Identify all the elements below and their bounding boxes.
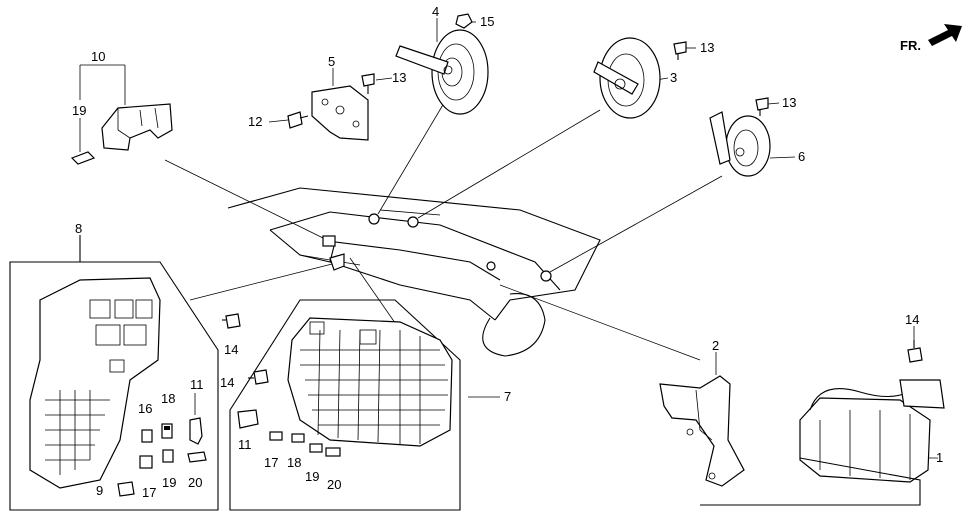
dashboard-outline — [227, 187, 601, 357]
fuse-18-a — [161, 423, 173, 439]
leader-lines — [79, 18, 938, 459]
fuse-19-b — [309, 443, 323, 453]
label-18-a: 18 — [161, 391, 175, 406]
label-6: 6 — [798, 149, 805, 164]
label-19-c: 19 — [305, 469, 319, 484]
fuse-box-part-7 — [287, 317, 453, 447]
clip-11-a — [189, 417, 203, 445]
label-20-b: 20 — [327, 477, 341, 492]
label-13-b: 13 — [700, 40, 714, 55]
part-10-bracket — [70, 103, 173, 165]
horn-part-4 — [395, 29, 489, 115]
label-19-a: 19 — [72, 103, 86, 118]
front-direction-indicator: FR. — [900, 24, 962, 53]
direction-label: FR. — [900, 38, 921, 53]
fuse-18-b — [291, 433, 305, 443]
horn-part-6 — [709, 111, 771, 177]
label-16: 16 — [138, 401, 152, 416]
label-20-a: 20 — [188, 475, 202, 490]
fuse-20-b — [325, 447, 341, 457]
fuse-17-a — [139, 455, 153, 469]
bolt-13-b — [673, 41, 687, 60]
label-12: 12 — [248, 114, 262, 129]
panel-part8 — [9, 235, 219, 511]
fuse-19-a — [162, 449, 174, 463]
label-14-a: 14 — [224, 342, 238, 357]
label-2: 2 — [712, 338, 719, 353]
label-11-b: 11 — [238, 437, 252, 452]
label-14-c: 14 — [905, 312, 919, 327]
horn-part-3 — [593, 37, 661, 119]
label-5: 5 — [328, 54, 335, 69]
bolt-14-b — [248, 369, 269, 385]
bolt-12 — [287, 111, 309, 129]
label-17-b: 17 — [264, 455, 278, 470]
clip-11-b — [237, 409, 259, 429]
bolt-14-c — [907, 340, 923, 363]
bracket-part-2 — [659, 375, 745, 487]
label-13-c: 13 — [782, 95, 796, 110]
label-14-b: 14 — [220, 375, 234, 390]
control-unit-part-1 — [700, 379, 945, 506]
label-7: 7 — [504, 389, 511, 404]
part-19-fuse-small — [70, 151, 96, 165]
panel-part7 — [229, 299, 461, 511]
connector-9 — [117, 481, 135, 497]
label-9: 9 — [96, 483, 103, 498]
label-11-a: 11 — [190, 377, 204, 392]
label-13-a: 13 — [392, 70, 406, 85]
fuse-box-part-8 — [29, 277, 161, 489]
label-19-b: 19 — [162, 475, 176, 490]
label-17-a: 17 — [142, 485, 156, 500]
part-5-bracket — [311, 85, 369, 141]
fuse-16 — [141, 429, 153, 443]
label-18-b: 18 — [287, 455, 301, 470]
label-15: 15 — [480, 14, 494, 29]
front-arrow-icon — [928, 24, 962, 46]
fuse-20-a — [187, 451, 207, 463]
label-4: 4 — [432, 4, 439, 19]
label-3: 3 — [670, 70, 677, 85]
callout-labels: 1 2 3 4 5 6 7 8 9 10 11 11 12 13 13 13 1… — [72, 4, 943, 500]
label-8: 8 — [75, 221, 82, 236]
label-10: 10 — [91, 49, 105, 64]
bolt-14-a — [222, 313, 241, 329]
nut-15 — [455, 13, 473, 29]
bolt-13-a — [361, 73, 375, 94]
bolt-13-c — [755, 97, 769, 116]
label-1: 1 — [936, 450, 943, 465]
fuse-17-b — [269, 431, 283, 441]
